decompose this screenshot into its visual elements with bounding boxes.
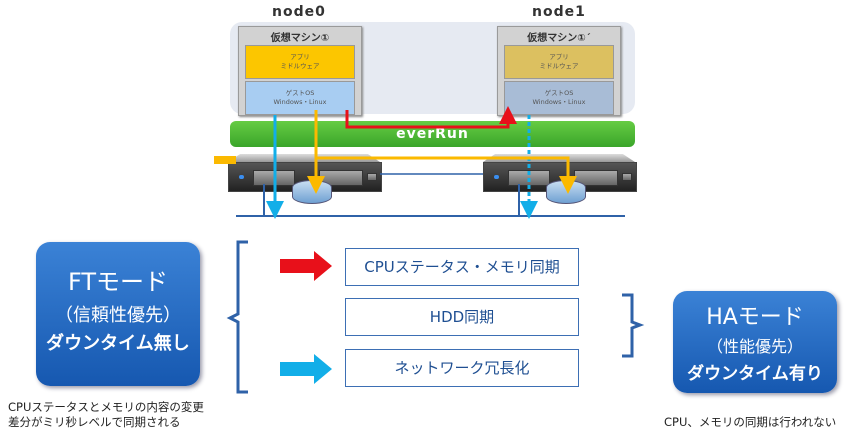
node0-label: node0 (272, 4, 326, 20)
ha-mode-note: CPU、メモリの同期は行われない (664, 415, 837, 429)
middleware-label: ミドルウェア (280, 62, 320, 70)
cpu-memory-sync-arrow (345, 106, 517, 129)
app-label: アプリ (290, 53, 310, 61)
os-layer: ゲストOS Windows・Linux (504, 81, 614, 115)
ft-mode-note: CPUステータスとメモリの内容の変更 差分がミリ秒レベルで同期される (8, 400, 204, 430)
blue-arrow-icon (280, 354, 332, 384)
ft-mode-box: FTモード （信頼性優先） ダウンタイム無し (36, 242, 200, 386)
port (622, 173, 632, 181)
os-layer: ゲストOS Windows・Linux (245, 81, 355, 115)
disk-sync-arrow (316, 156, 577, 194)
os-names-label: Windows・Linux (532, 98, 586, 106)
power-led-icon (494, 175, 499, 179)
ha-mode-box: HAモード （性能優先） ダウンタイム有り (673, 291, 837, 393)
os-names-label: Windows・Linux (273, 98, 327, 106)
vm-title: 仮想マシン①´ (527, 33, 591, 44)
vm-title: 仮想マシン① (270, 33, 330, 44)
ft-mode-subtitle: （信頼性優先） (55, 305, 181, 326)
guest-os-label: ゲストOS (544, 89, 574, 97)
app-layer: アプリ ミドルウェア (504, 45, 614, 79)
ha-mode-title: HAモード (706, 305, 804, 330)
guest-os-label: ゲストOS (285, 89, 315, 97)
ha-mode-subtitle: （性能優先） (706, 337, 803, 356)
server-chassis (228, 162, 382, 192)
vm-node1: 仮想マシン①´ アプリ ミドルウェア ゲストOS Windows・Linux (497, 26, 621, 116)
ft-note-line: CPUステータスとメモリの内容の変更 (8, 400, 204, 414)
red-arrow-icon (280, 251, 332, 281)
hdd-sync-box: HDD同期 (345, 298, 579, 336)
middleware-label: ミドルウェア (539, 62, 579, 70)
power-led-icon (239, 175, 244, 179)
cpu-memory-sync-box: CPUステータス・メモリ同期 (345, 248, 579, 286)
ft-mode-title: FTモード (67, 268, 169, 296)
server-top (228, 154, 380, 162)
ha-mode-downtime: ダウンタイム有り (687, 364, 823, 384)
diagram-lines (214, 106, 625, 219)
network-redundancy-box: ネットワーク冗長化 (345, 349, 579, 387)
left-brace (226, 240, 248, 394)
ft-mode-downtime: ダウンタイム無し (46, 333, 190, 354)
node1-label: node1 (532, 4, 586, 20)
app-layer: アプリ ミドルウェア (245, 45, 355, 79)
app-label: アプリ (549, 53, 569, 61)
port (367, 173, 377, 181)
right-brace (622, 293, 645, 358)
vm-node0: 仮想マシン① アプリ ミドルウェア ゲストOS Windows・Linux (238, 26, 362, 116)
everrun-layer: everRun (230, 121, 635, 147)
server-node0 (228, 154, 382, 192)
ft-note-line: 差分がミリ秒レベルで同期される (8, 415, 181, 429)
brackets (226, 240, 645, 394)
